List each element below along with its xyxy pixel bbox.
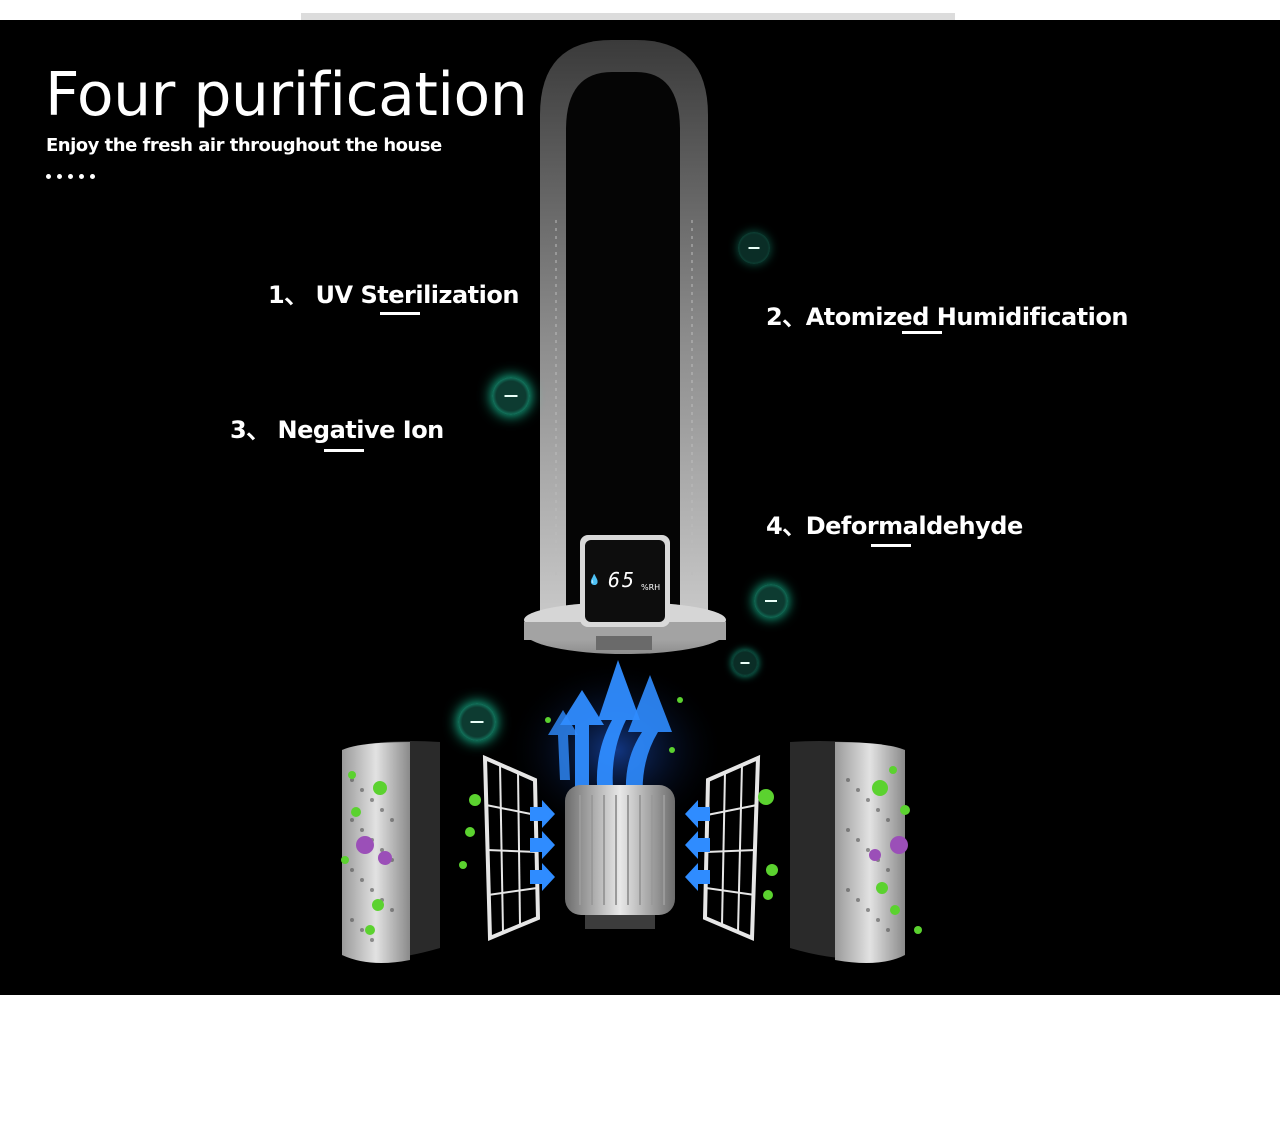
top-divider-bar	[301, 13, 955, 20]
minus-sign-icon	[470, 721, 484, 723]
right-hepa-filter	[790, 741, 905, 964]
display-droplet-icon: 💧	[588, 575, 601, 586]
negative-ion-icon	[754, 584, 788, 618]
minus-sign-icon	[504, 395, 518, 397]
feature-label: 2、Atomized Humidification	[766, 303, 1128, 331]
minus-sign-icon	[765, 600, 777, 602]
tower-loop	[540, 40, 708, 620]
purifier-illustration	[341, 40, 922, 964]
feature-underline	[380, 312, 420, 315]
product-banner: 💧 65 %RH Four purification Enjoy the fre…	[0, 20, 1280, 995]
left-hepa-filter	[342, 741, 440, 964]
intake-arrows	[530, 800, 710, 891]
feature-underline	[902, 331, 942, 334]
minus-sign-icon	[740, 662, 750, 664]
negative-ion-icon	[492, 377, 530, 415]
minus-sign-icon	[748, 247, 760, 249]
germ-particles	[341, 697, 922, 935]
feature-label: 3、 Negative Ion	[230, 416, 444, 444]
page-subtitle: Enjoy the fresh air throughout the house	[46, 135, 442, 156]
airflow-arrows	[548, 660, 672, 810]
feature-negative-ion: 3、 Negative Ion	[230, 410, 444, 452]
left-mesh-filter	[482, 754, 541, 941]
control-display-panel	[580, 535, 670, 627]
fan-motor	[565, 785, 675, 929]
feature-atomized-humidification: 2、Atomized Humidification	[766, 297, 1128, 334]
decorative-dots	[46, 164, 101, 179]
feature-deformaldehyde: 4、Deformaldehyde	[766, 506, 1023, 547]
negative-ion-icon	[732, 650, 758, 676]
feature-label: 1、 UV Sterilization	[268, 281, 519, 309]
display-reading: 65	[608, 568, 637, 592]
feature-underline	[871, 544, 911, 547]
feature-uv-sterilization: 1、 UV Sterilization	[268, 275, 519, 315]
display-unit: %RH	[641, 583, 661, 592]
negative-ion-icon	[738, 232, 770, 264]
feature-label: 4、Deformaldehyde	[766, 512, 1023, 540]
page-title: Four purification	[45, 60, 528, 130]
feature-underline	[324, 449, 364, 452]
negative-ion-icon	[458, 703, 496, 741]
